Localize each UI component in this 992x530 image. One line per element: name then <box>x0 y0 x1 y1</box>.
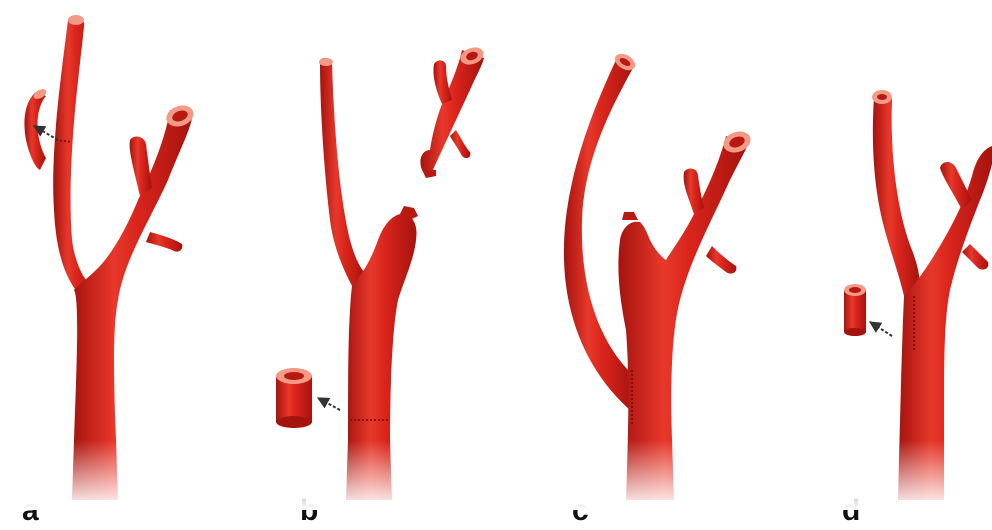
panel-c-side-branch-2 <box>706 246 736 274</box>
panel-b-detached-segment <box>420 50 484 172</box>
panel-d-side-branch-2 <box>962 244 988 270</box>
panel-c-side-branch-1 <box>684 169 704 214</box>
panel-a-left-branch <box>53 18 96 300</box>
bottom-fade <box>0 440 992 510</box>
panel-b-detached-branch-2 <box>450 130 470 158</box>
panel-b-graft-cylinder <box>276 368 312 428</box>
panel-a-side-branch-2 <box>146 232 182 252</box>
panel-d-arrow <box>870 322 892 336</box>
panel-b-detached-branch-1 <box>433 60 452 104</box>
panel-d-side-branch-1 <box>940 162 972 210</box>
panel-a-side-branch-1 <box>130 137 152 196</box>
panel-d-graft-cylinder <box>844 284 866 336</box>
panel-b-left-branch <box>320 58 366 286</box>
panel-b-arrow <box>318 398 340 410</box>
panel-d-left-branch <box>873 93 920 296</box>
